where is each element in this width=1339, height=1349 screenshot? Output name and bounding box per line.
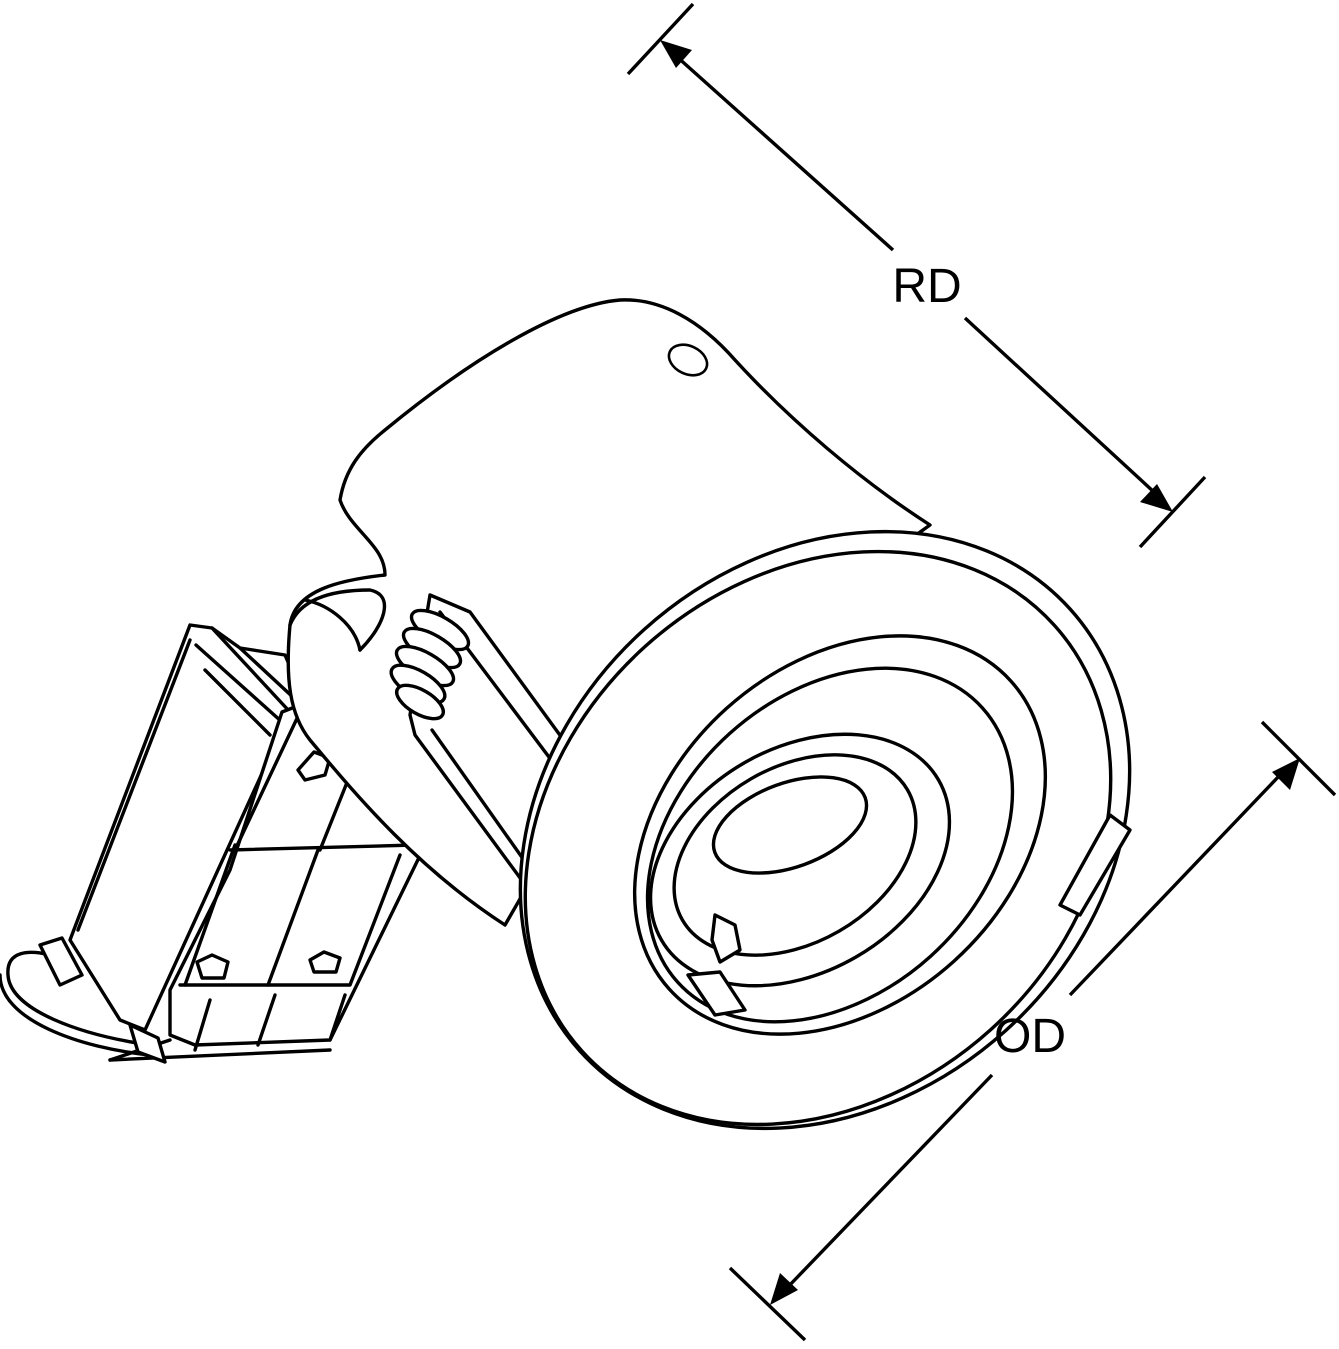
rd-dimension: RD bbox=[626, 2, 1207, 549]
lamp-lens bbox=[711, 775, 869, 875]
lamp-assembly bbox=[632, 634, 1048, 1036]
rd-label: RD bbox=[892, 260, 961, 313]
cable-tie bbox=[0, 936, 167, 1064]
od-label: OD bbox=[994, 1010, 1066, 1063]
od-dimension: OD bbox=[728, 720, 1337, 1342]
mounting-hole bbox=[667, 343, 709, 377]
